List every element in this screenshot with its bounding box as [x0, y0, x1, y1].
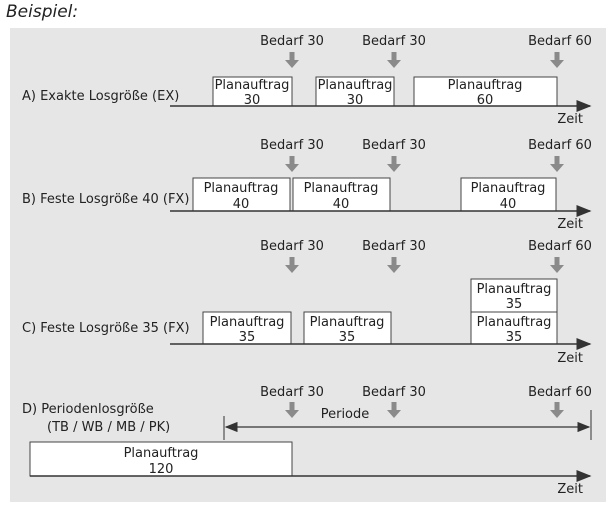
order-title: Planauftrag: [215, 78, 290, 93]
row-label-sub: (TB / WB / MB / PK): [47, 420, 170, 435]
planned-order: [460, 177, 557, 212]
order-qty: 40: [333, 197, 350, 212]
demand-label: Bedarf 30: [362, 239, 426, 254]
planned-order: [413, 76, 558, 107]
row-a: Bedarf 30 Bedarf 30 Bedarf 60 A) Exakte …: [22, 34, 592, 127]
order-title: Planauftrag: [471, 181, 546, 196]
order-title: Planauftrag: [210, 315, 285, 330]
order-qty: 35: [239, 330, 256, 345]
order-qty: 40: [233, 197, 250, 212]
demand-label: Bedarf 30: [260, 385, 324, 400]
order-qty: 35: [506, 297, 523, 312]
demand-label: Bedarf 60: [528, 138, 592, 153]
row-c: Bedarf 30 Bedarf 30 Bedarf 60 C) Feste L…: [22, 239, 592, 366]
order-qty: 40: [500, 197, 517, 212]
axis-label: Zeit: [557, 217, 583, 232]
order-title: Planauftrag: [304, 181, 379, 196]
demand-label: Bedarf 30: [260, 34, 324, 49]
order-qty: 35: [339, 330, 356, 345]
order-qty: 35: [506, 330, 523, 345]
period-label: Periode: [321, 407, 370, 422]
planned-order: [202, 311, 292, 345]
row-label: C) Feste Losgröße 35 (FX): [22, 321, 190, 336]
axis-label: Zeit: [557, 351, 583, 366]
demand-label: Bedarf 30: [260, 239, 324, 254]
row-label: B) Feste Losgröße 40 (FX): [22, 192, 189, 207]
planned-order: [303, 311, 392, 345]
order-title: Planauftrag: [310, 315, 385, 330]
order-qty: 120: [149, 462, 174, 477]
order-title: Planauftrag: [477, 315, 552, 330]
order-qty: 30: [347, 93, 364, 108]
demand-label: Bedarf 30: [362, 34, 426, 49]
axis-label: Zeit: [557, 482, 583, 497]
order-title: Planauftrag: [124, 446, 199, 461]
order-title: Planauftrag: [318, 78, 393, 93]
demand-label: Bedarf 60: [528, 34, 592, 49]
planned-order: [470, 278, 558, 313]
demand-label: Bedarf 30: [362, 385, 426, 400]
demand-label: Bedarf 30: [260, 138, 324, 153]
order-qty: 60: [477, 93, 494, 108]
demand-label: Bedarf 60: [528, 385, 592, 400]
planned-order: [212, 76, 293, 107]
order-qty: 30: [244, 93, 261, 108]
demand-label: Bedarf 30: [362, 138, 426, 153]
planned-order: [292, 177, 391, 212]
row-label: A) Exakte Losgröße (EX): [22, 89, 179, 104]
row-d: Bedarf 30 Bedarf 30 Bedarf 60 D) Periode…: [22, 385, 592, 497]
order-title: Planauftrag: [477, 282, 552, 297]
planned-order: [192, 177, 291, 212]
order-title: Planauftrag: [448, 78, 523, 93]
demand-label: Bedarf 60: [528, 239, 592, 254]
row-label: D) Periodenlosgröße: [22, 402, 154, 417]
heading: Beispiel:: [6, 2, 79, 22]
planned-order: [29, 441, 293, 477]
order-title: Planauftrag: [204, 181, 279, 196]
axis-label: Zeit: [557, 112, 583, 127]
row-b: Bedarf 30 Bedarf 30 Bedarf 60 B) Feste L…: [22, 138, 592, 232]
